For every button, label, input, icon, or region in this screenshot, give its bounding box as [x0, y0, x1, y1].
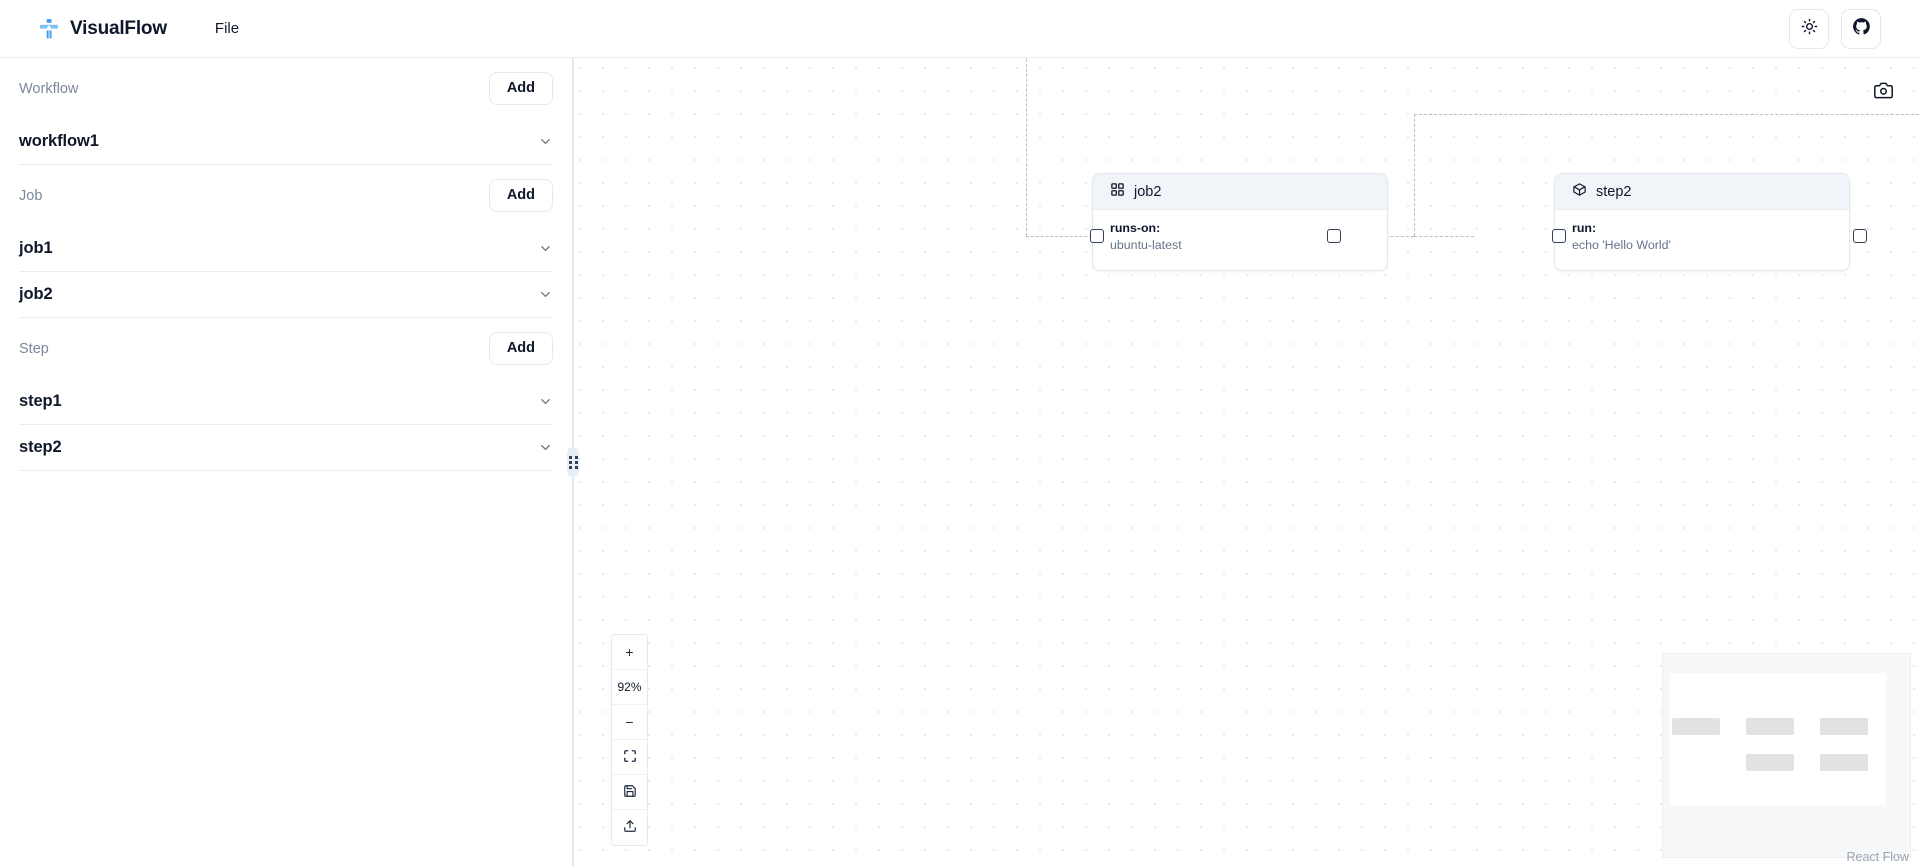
react-flow-attribution[interactable]: React Flow: [1846, 850, 1909, 864]
node-header: step2: [1555, 174, 1849, 210]
sun-icon: [1801, 18, 1818, 40]
menu-file[interactable]: File: [214, 20, 240, 37]
chevron-down-icon[interactable]: [538, 134, 553, 149]
node-step2[interactable]: step2 run: echo 'Hello World': [1554, 173, 1850, 271]
sidebar-group-workflow: Workflow Add workflow1: [19, 58, 553, 165]
node-title: job2: [1134, 183, 1162, 200]
sidebar-item-step2[interactable]: step2: [19, 425, 553, 471]
edge-workflow1-job2-seg2: [1026, 58, 1027, 236]
sidebar-item-step1[interactable]: step1: [19, 379, 553, 425]
node-body: run: echo 'Hello World': [1555, 210, 1849, 270]
group-title-job: Job: [19, 187, 43, 204]
grip-vertical-icon: [567, 447, 579, 477]
grid-2x2-icon: [1110, 182, 1125, 202]
sidebar-item-label: job1: [19, 239, 53, 257]
group-title-workflow: Workflow: [19, 80, 79, 97]
node-title: step2: [1596, 183, 1632, 200]
node-header: job2: [1093, 174, 1387, 210]
edge-step1-step2-seg3: [1414, 114, 1919, 115]
save-button[interactable]: [612, 775, 647, 810]
sidebar-item-job1[interactable]: job1: [19, 226, 553, 272]
chevron-down-icon[interactable]: [538, 241, 553, 256]
node-value: ubuntu-latest: [1110, 238, 1182, 252]
top-bar: VisualFlow File: [0, 0, 1919, 58]
chevron-down-icon[interactable]: [538, 394, 553, 409]
sidebar-item-label: workflow1: [19, 132, 99, 150]
group-header-workflow: Workflow Add: [19, 58, 553, 119]
add-job-button[interactable]: Add: [488, 179, 553, 212]
fit-view-button[interactable]: [612, 740, 647, 775]
zoom-level-label: 92%: [612, 670, 647, 705]
sidebar-resize-handle[interactable]: [567, 58, 579, 866]
sidebar-item-label: step1: [19, 392, 62, 410]
zoom-controls: + 92% −: [611, 634, 648, 846]
flow-tree-icon: [38, 18, 60, 40]
handle-job2-target[interactable]: [1090, 229, 1104, 243]
add-step-button[interactable]: Add: [488, 332, 553, 365]
brand: VisualFlow: [38, 18, 167, 40]
node-key: runs-on:: [1110, 221, 1161, 235]
minimap-node: [1746, 718, 1794, 735]
group-header-job: Job Add: [19, 165, 553, 226]
chevron-down-icon[interactable]: [538, 287, 553, 302]
sidebar-item-label: job2: [19, 285, 53, 303]
top-bar-actions: [1789, 8, 1881, 49]
theme-toggle-button[interactable]: [1789, 8, 1829, 49]
sidebar-group-step: Step Add step1 step2: [19, 318, 553, 471]
handle-step2-target[interactable]: [1552, 229, 1566, 243]
node-value: echo 'Hello World': [1572, 238, 1671, 252]
flow-canvas[interactable]: workflow1 on: workflow_dispatch: [573, 58, 1919, 866]
brand-name: VisualFlow: [70, 17, 167, 39]
save-icon: [623, 784, 637, 801]
sidebar-group-job: Job Add job1 job2: [19, 165, 553, 318]
zoom-in-button[interactable]: +: [612, 635, 647, 670]
group-header-step: Step Add: [19, 318, 553, 379]
edge-step1-step2-seg5: [1414, 236, 1474, 237]
minimap-node: [1746, 754, 1794, 771]
group-title-step: Step: [19, 340, 49, 357]
minimap-node: [1820, 718, 1868, 735]
box-icon: [1572, 182, 1587, 202]
handle-step2-source[interactable]: [1853, 229, 1867, 243]
screenshot-button[interactable]: [1874, 81, 1893, 105]
node-job2[interactable]: job2 runs-on: ubuntu-latest: [1092, 173, 1388, 271]
add-workflow-button[interactable]: Add: [488, 72, 553, 105]
minimap-node: [1672, 718, 1720, 735]
edge-step1-step2-seg4: [1414, 114, 1415, 236]
edge-workflow1-job2-seg3: [1026, 236, 1097, 237]
zoom-out-button[interactable]: −: [612, 705, 647, 740]
sidebar-item-label: step2: [19, 438, 62, 456]
node-key: run:: [1572, 221, 1597, 235]
minimap-node: [1820, 754, 1868, 771]
handle-job2-source[interactable]: [1327, 229, 1341, 243]
github-icon: [1852, 17, 1871, 41]
camera-icon: [1874, 81, 1893, 105]
chevron-down-icon[interactable]: [538, 440, 553, 455]
sidebar-item-job2[interactable]: job2: [19, 272, 553, 318]
minimap[interactable]: [1662, 653, 1911, 858]
export-button[interactable]: [612, 810, 647, 845]
sidebar-item-workflow1[interactable]: workflow1: [19, 119, 553, 165]
minimap-viewport[interactable]: [1670, 673, 1886, 805]
menu-bar: File: [204, 13, 250, 44]
main-body: Workflow Add workflow1 Job Add job1: [0, 58, 1919, 866]
github-link-button[interactable]: [1841, 8, 1881, 49]
export-icon: [623, 819, 637, 836]
node-body: runs-on: ubuntu-latest: [1093, 210, 1387, 270]
fit-view-icon: [623, 749, 637, 766]
sidebar: Workflow Add workflow1 Job Add job1: [0, 58, 573, 866]
